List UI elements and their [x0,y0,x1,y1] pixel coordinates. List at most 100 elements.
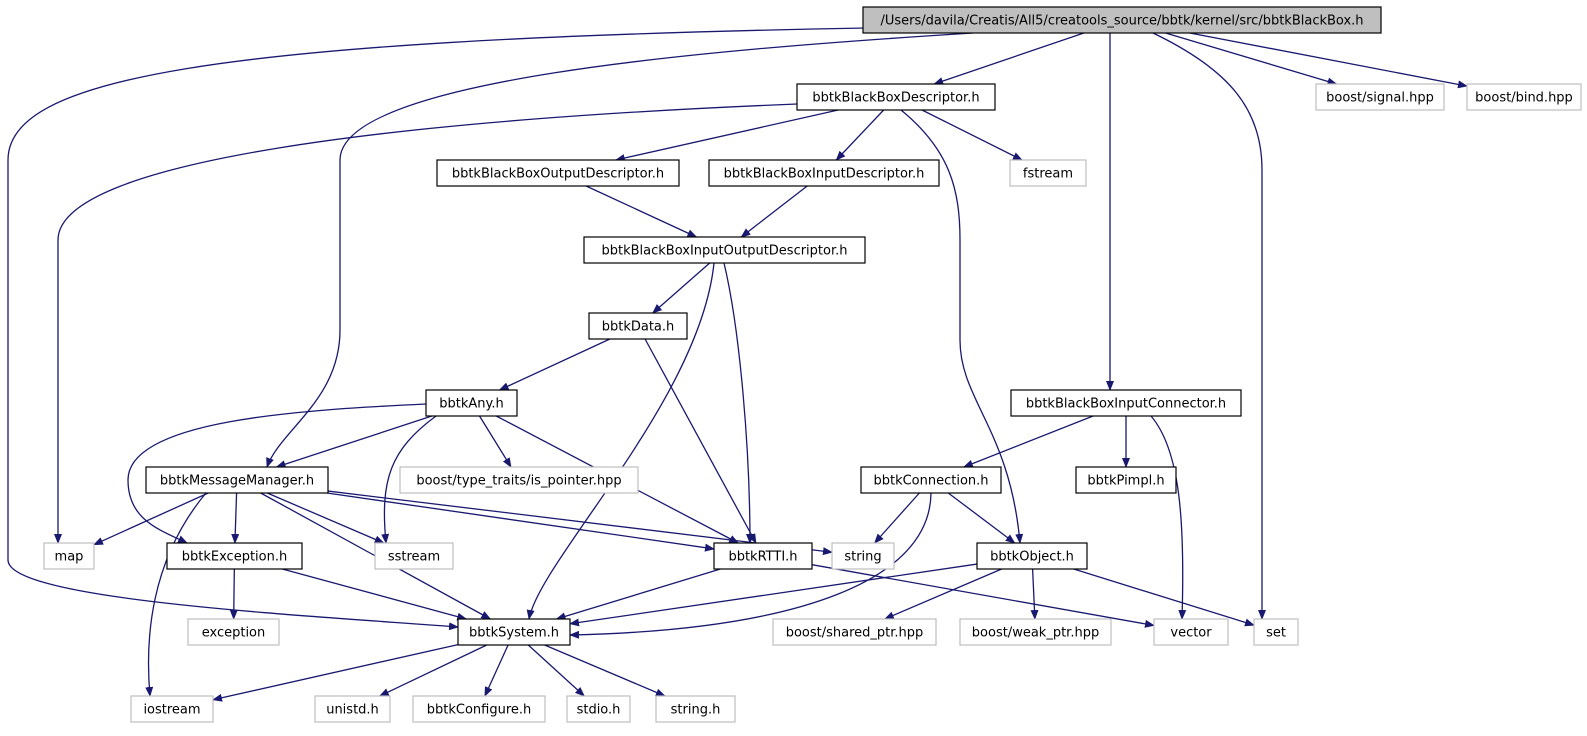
edge-iodesc-to-rtti [723,262,754,544]
edge-msgmgr-to-string [327,490,833,556]
node-root[interactable]: /Users/davila/Creatis/All5/creatools_sou… [862,6,1382,34]
node-any[interactable]: bbtkAny.h [425,389,518,417]
node-box [166,542,303,570]
node-label: /Users/davila/Creatis/All5/creatools_sou… [880,14,1363,29]
node-label: boost/weak_ptr.hpp [972,626,1099,641]
node-connection[interactable]: bbtkConnection.h [860,466,1002,494]
node-box [1153,618,1229,646]
node-indesc[interactable]: bbtkBlackBoxInputDescriptor.h [708,159,940,187]
node-box [425,389,518,417]
node-iostream: iostream [130,695,214,723]
edge-system-to-configure [484,644,509,697]
node-iodesc[interactable]: bbtkBlackBoxInputOutputDescriptor.h [583,236,866,264]
node-bbdesc[interactable]: bbtkBlackBoxDescriptor.h [796,83,996,111]
node-label: bbtkException.h [182,550,287,565]
edge-data-to-any [498,338,611,391]
edge-root-to-msgmgr [266,32,974,468]
node-box [588,312,688,340]
node-box [831,542,895,570]
node-signal: boost/signal.hpp [1315,83,1445,111]
node-label: bbtkMessageManager.h [160,474,314,489]
node-label: bbtkPimpl.h [1087,474,1164,489]
node-label: bbtkBlackBoxOutputDescriptor.h [452,167,664,182]
edge-object-to-set [1073,568,1255,627]
node-box [43,542,95,570]
node-box [436,159,680,187]
node-label: string [844,550,881,565]
node-label: bbtkConnection.h [873,474,988,489]
node-label: bbtkConfigure.h [427,703,532,718]
edge-exception_h-to-system [282,568,468,621]
node-box [1075,466,1177,494]
edge-any-to-sstream [381,415,437,544]
node-label: bbtkBlackBoxDescriptor.h [812,91,979,106]
node-rtti[interactable]: bbtkRTTI.h [713,542,813,570]
node-label: map [55,550,84,565]
node-box [713,542,813,570]
node-label: sstream [388,550,440,565]
node-data[interactable]: bbtkData.h [588,312,688,340]
node-label: bbtkBlackBoxInputConnector.h [1026,397,1226,412]
edge-rtti-to-system [555,568,721,621]
node-unistd: unistd.h [314,695,391,723]
edge-inconn-to-vector [1150,415,1187,620]
edge-msgmgr-to-sstream [267,492,385,544]
node-label: boost/signal.hpp [1326,91,1434,106]
edge-object-to-weakptr [1030,568,1039,620]
node-label: bbtkAny.h [439,397,503,412]
node-box [412,695,546,723]
node-label: bbtkSystem.h [469,626,559,641]
node-label: bbtkBlackBoxInputDescriptor.h [724,167,925,182]
node-box [796,83,996,111]
node-box [1009,159,1087,187]
node-box [1466,83,1582,111]
edge-outdesc-to-iodesc [585,185,698,238]
node-label: exception [202,626,266,641]
node-label: bbtkRTTI.h [728,550,797,565]
edge-system-to-unistd [378,644,488,697]
node-system[interactable]: bbtkSystem.h [457,618,571,646]
node-box [374,542,454,570]
node-outdesc[interactable]: bbtkBlackBoxOutputDescriptor.h [436,159,680,187]
node-weakptr: boost/weak_ptr.hpp [959,618,1112,646]
node-exception_h[interactable]: bbtkException.h [166,542,303,570]
edge-connection-to-object [947,492,1016,544]
edge-object-to-system [569,563,978,627]
node-object[interactable]: bbtkObject.h [976,542,1088,570]
edge-iodesc-to-data [652,262,711,314]
node-label: fstream [1023,167,1073,182]
node-box [314,695,391,723]
node-box [187,618,280,646]
node-box [862,6,1382,34]
edge-any-to-exception_h [127,403,427,544]
edge-object-to-sharedptr [883,568,1002,620]
node-label: stdio.h [577,703,621,718]
node-box [959,618,1112,646]
node-bind: boost/bind.hpp [1466,83,1582,111]
node-box [708,159,940,187]
node-inconn[interactable]: bbtkBlackBoxInputConnector.h [1010,389,1242,417]
node-label: set [1266,626,1286,641]
edge-bbdesc-to-fstream [921,109,1023,161]
edge-exception_h-to-exception [229,568,238,620]
edge-bbdesc-to-map [54,103,798,544]
node-label: boost/shared_ptr.hpp [786,626,924,641]
node-box [1010,389,1242,417]
node-pimpl[interactable]: bbtkPimpl.h [1075,466,1177,494]
edge-bbdesc-to-indesc [835,109,885,161]
node-sharedptr: boost/shared_ptr.hpp [772,618,937,646]
edge-system-to-iostream [212,643,459,702]
node-exception: exception [187,618,280,646]
edge-any-to-msgmgr [275,415,433,468]
edge-inconn-to-connection [962,415,1094,468]
node-vector: vector [1153,618,1229,646]
node-msgmgr[interactable]: bbtkMessageManager.h [145,466,329,494]
node-box [583,236,866,264]
node-box [399,466,639,494]
edge-system-to-stringh [544,644,666,697]
edge-data-to-rtti [644,338,757,544]
node-box [976,542,1088,570]
node-label: bbtkBlackBoxInputOutputDescriptor.h [602,244,848,259]
node-typetraits: boost/type_traits/is_pointer.hpp [399,466,639,494]
edge-bbdesc-to-object [900,109,1024,544]
